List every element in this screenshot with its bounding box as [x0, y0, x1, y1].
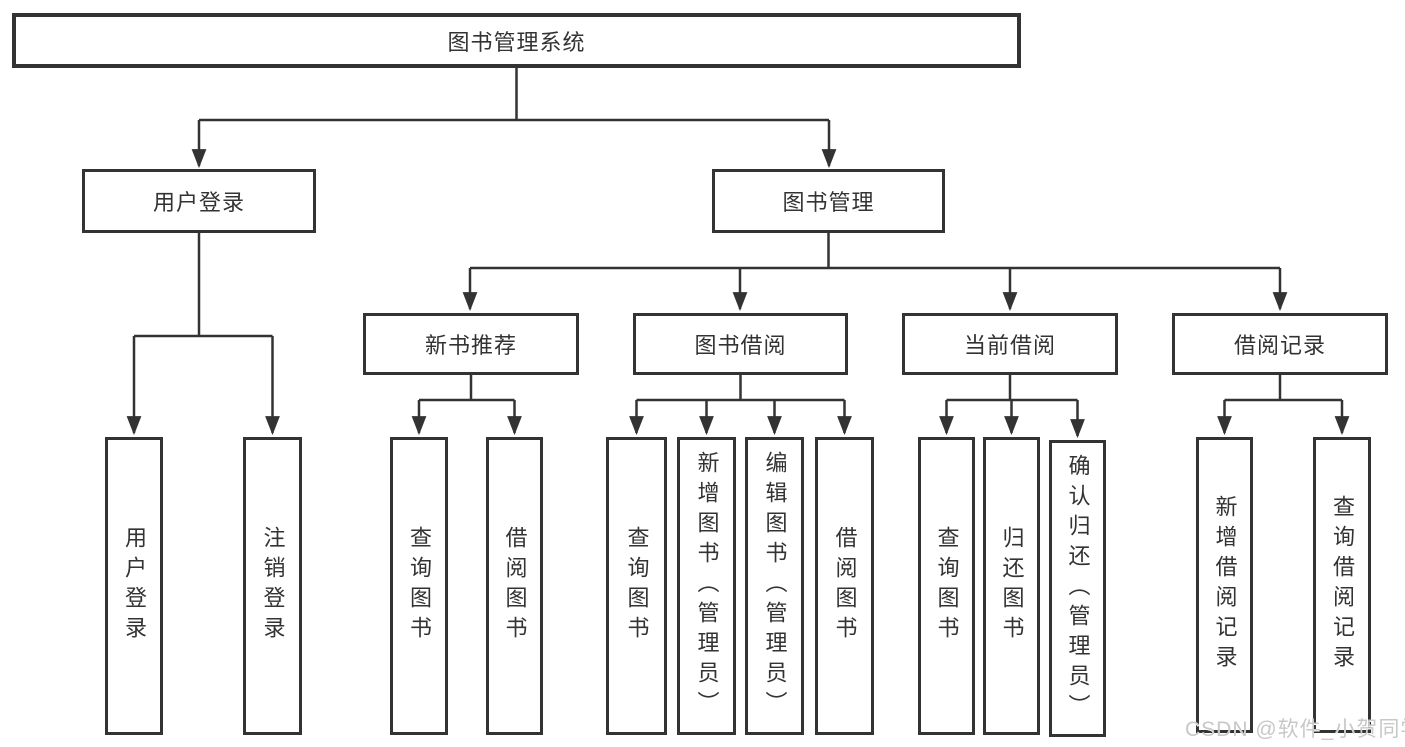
- node-label: 查询图书: [934, 526, 960, 646]
- node-label: 图书管理系统: [447, 29, 586, 55]
- node-add-borrow-record: 新增借阅记录: [1196, 437, 1253, 733]
- node-label: 注销登录: [260, 526, 286, 646]
- watermark: CSDN @软件_小贺同学: [1185, 718, 1405, 741]
- node-login: 用户登录: [105, 437, 163, 735]
- node-new-book-recommendation: 新书推荐: [363, 313, 579, 375]
- node-label: 新增借阅记录: [1212, 495, 1238, 675]
- node-label: 用户登录: [122, 526, 147, 646]
- node-book-borrow: 图书借阅: [633, 313, 848, 375]
- node-label: 当前借阅: [963, 333, 1056, 358]
- node-label: 借阅图书: [832, 526, 858, 646]
- node-current-borrow: 当前借阅: [902, 313, 1118, 375]
- node-book-management: 图书管理: [712, 169, 945, 233]
- node-borrow-books: 借阅图书: [815, 437, 874, 735]
- node-label: 确认归还（管理员）: [1065, 453, 1091, 724]
- node-label: 新书推荐: [424, 333, 517, 358]
- node-query-books-recommend: 查询图书: [390, 437, 448, 735]
- node-label: 编辑图书（管理员）: [762, 451, 788, 721]
- node-edit-book-admin: 编辑图书（管理员）: [745, 437, 804, 735]
- node-borrow-records: 借阅记录: [1172, 313, 1388, 375]
- node-query-borrow-record: 查询借阅记录: [1313, 437, 1371, 733]
- node-label: 查询借阅记录: [1330, 495, 1355, 675]
- node-label: 图书管理: [782, 190, 875, 215]
- node-user-login: 用户登录: [82, 169, 316, 233]
- node-query-books-borrow: 查询图书: [606, 437, 667, 735]
- node-query-books-current: 查询图书: [918, 437, 975, 735]
- node-return-book: 归还图书: [983, 437, 1040, 735]
- node-label: 借阅图书: [502, 526, 528, 646]
- node-label: 用户登录: [152, 190, 245, 215]
- node-label: 归还图书: [999, 526, 1025, 646]
- node-add-book-admin: 新增图书（管理员）: [677, 437, 736, 735]
- node-label: 图书借阅: [694, 333, 787, 358]
- node-logout: 注销登录: [243, 437, 302, 735]
- node-root: 图书管理系统: [12, 13, 1021, 68]
- node-label: 查询图书: [407, 526, 432, 646]
- node-label: 借阅记录: [1233, 333, 1326, 358]
- node-label: 新增图书（管理员）: [694, 451, 720, 721]
- node-confirm-return-admin: 确认归还（管理员）: [1049, 440, 1106, 737]
- node-borrow-books-recommend: 借阅图书: [486, 437, 543, 735]
- node-label: 查询图书: [624, 526, 650, 646]
